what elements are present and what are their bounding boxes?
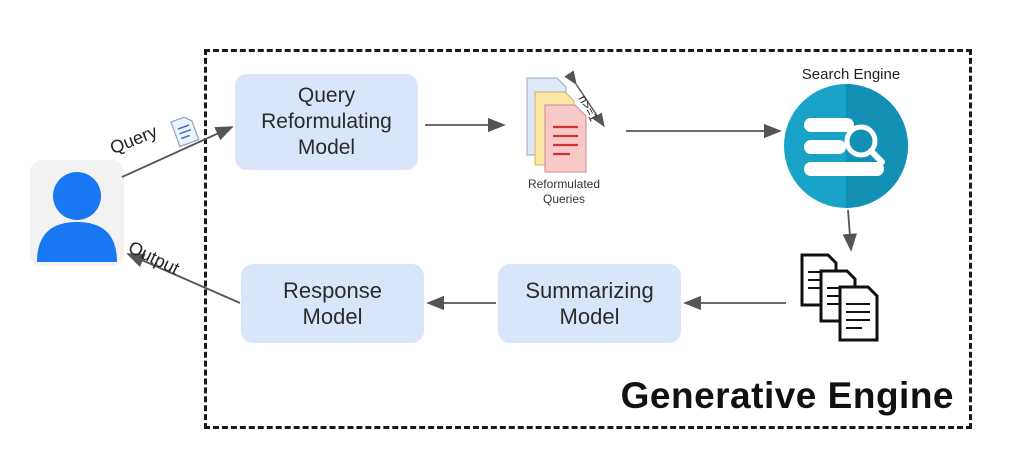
search-engine-label: Search Engine — [801, 66, 901, 83]
n-queries-indicator — [564, 70, 605, 128]
query-arrow — [121, 126, 234, 178]
summarizing-model-box: Summarizing Model — [498, 264, 681, 343]
generative-engine-title: Generative Engine — [620, 375, 954, 416]
retrieved-documents-icon — [800, 253, 879, 342]
search-engine-icon — [784, 84, 908, 208]
user-icon — [30, 160, 124, 266]
output-arrow — [126, 253, 241, 304]
reformulated-queries-label: Reformulated Queries — [527, 177, 601, 206]
stacked-documents-icon — [526, 77, 587, 173]
search-to-docs-arrow — [842, 209, 857, 252]
document-icon — [170, 116, 200, 148]
query-reformulating-model-box: Query Reformulating Model — [235, 74, 418, 170]
generative-engine-frame — [204, 49, 972, 429]
response-model-box: Response Model — [241, 264, 424, 343]
